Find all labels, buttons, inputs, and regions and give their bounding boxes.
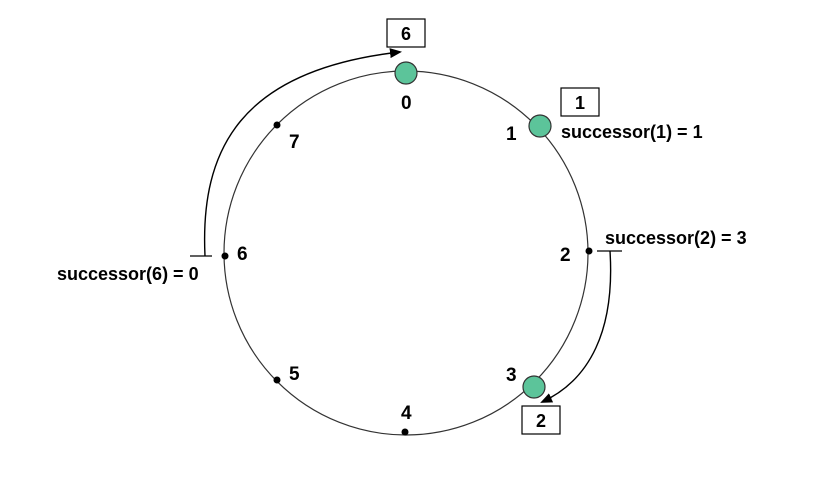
identifier-dot-5	[273, 376, 281, 384]
identifier-label-1: 1	[506, 124, 517, 145]
node-3	[522, 375, 546, 399]
identifier-label-3: 3	[506, 365, 517, 386]
key-box-1	[560, 87, 600, 117]
identifier-label-5: 5	[289, 364, 300, 385]
identifier-dot-4	[401, 428, 409, 436]
key-box-6	[386, 18, 426, 48]
successor-label-2: successor(2) = 3	[605, 228, 747, 248]
identifier-dot-6	[221, 252, 229, 260]
key-box-label-1: 1	[575, 93, 585, 113]
identifier-label-2: 2	[560, 245, 571, 266]
node-0	[394, 61, 418, 85]
identifier-dot-7	[273, 121, 281, 129]
identifier-dot-2	[585, 247, 593, 255]
successor-label-1: successor(1) = 1	[561, 122, 703, 142]
identifier-label-6: 6	[237, 244, 248, 265]
key-box-label-6: 6	[401, 24, 411, 44]
successor-label-6: successor(6) = 0	[57, 264, 199, 284]
successor-arrow-6-to-0	[203, 48, 402, 257]
key-box-label-2: 2	[536, 411, 546, 431]
identifier-label-4: 4	[401, 403, 412, 424]
key-box-2	[521, 405, 561, 435]
successor-arrow-2-to-3	[540, 250, 612, 403]
identifier-label-0: 0	[401, 93, 412, 114]
node-1	[528, 114, 552, 138]
identifier-label-7: 7	[289, 132, 300, 153]
